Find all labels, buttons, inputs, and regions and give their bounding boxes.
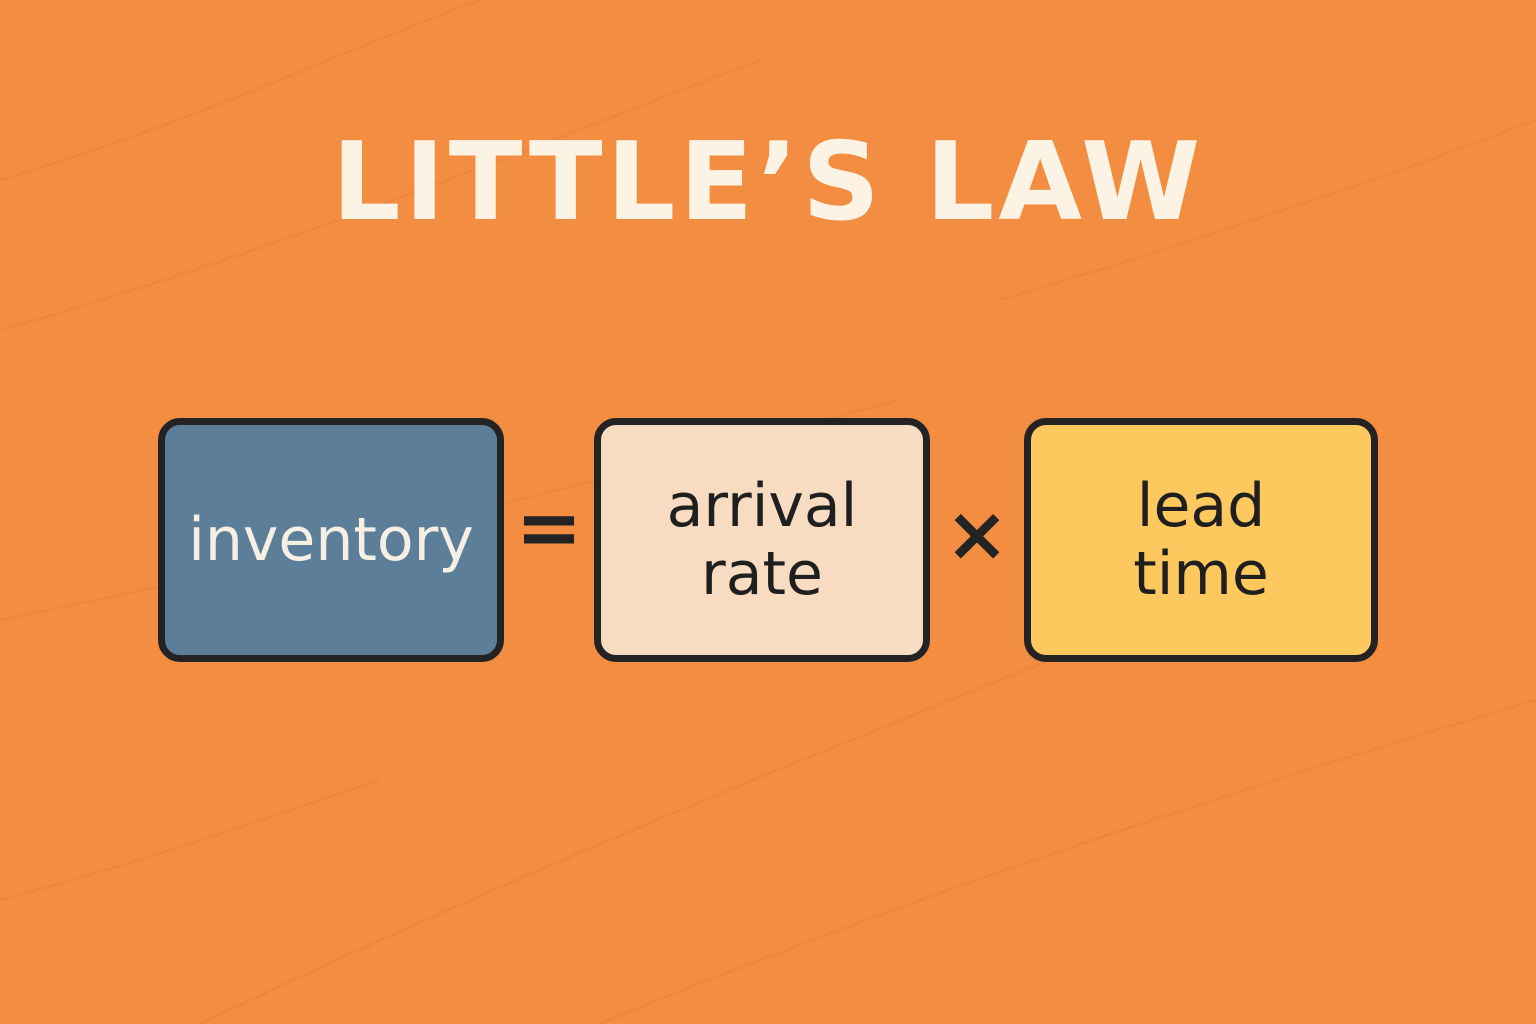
inventory-box: inventory [158, 418, 504, 662]
multiply-sign: × [945, 489, 1009, 578]
page-title: LITTLE’S LAW [331, 120, 1205, 245]
equals-sign: = [515, 481, 583, 574]
lead-time-label: lead time [1133, 471, 1269, 609]
arrival-rate-label: arrival rate [666, 471, 858, 609]
arrival-rate-box: arrival rate [594, 418, 930, 662]
lead-time-box: lead time [1024, 418, 1378, 662]
inventory-label: inventory [188, 505, 474, 575]
